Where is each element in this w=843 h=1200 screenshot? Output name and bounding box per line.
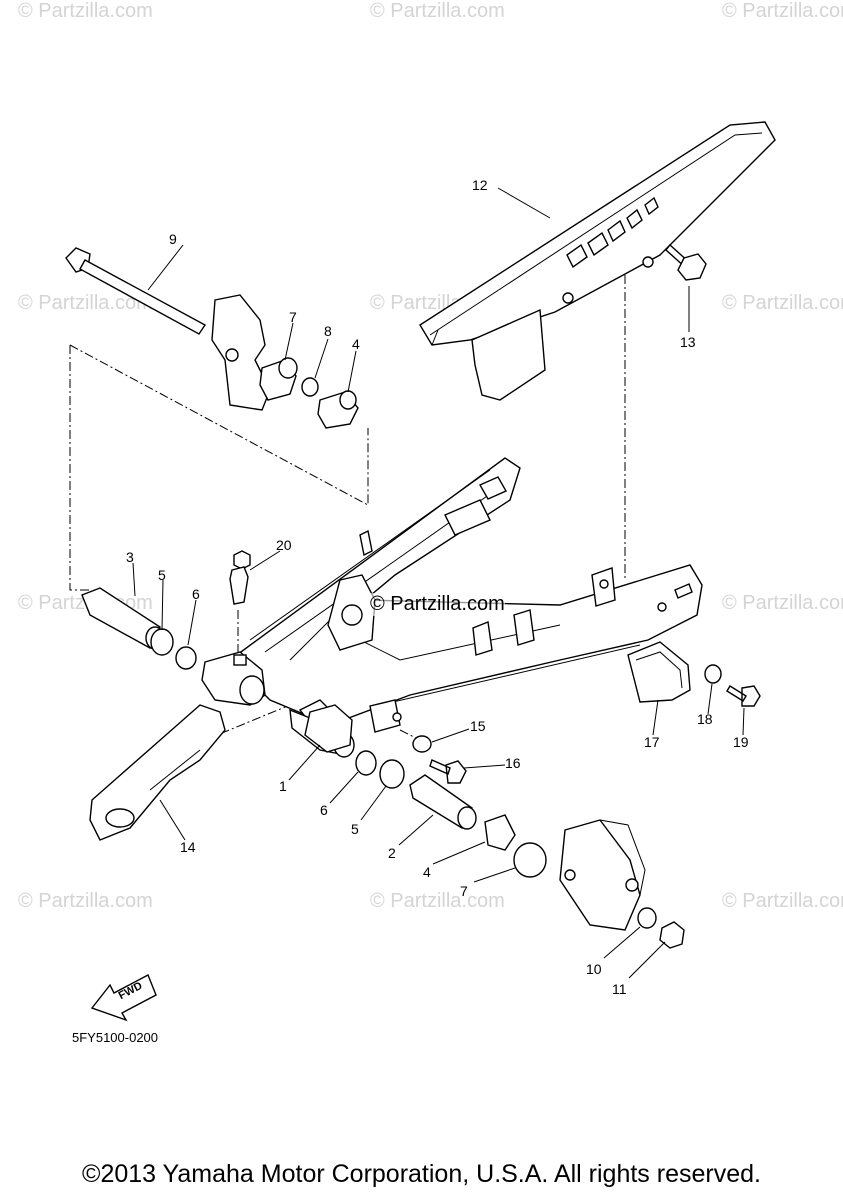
grease-nipple xyxy=(229,550,251,605)
callout-11: 11 xyxy=(612,981,627,997)
watermark: © Partzilla.com xyxy=(722,292,843,314)
bushing-4-upper xyxy=(317,390,359,429)
callout-9: 9 xyxy=(169,231,177,247)
watermark: © Partzilla.com xyxy=(370,0,505,22)
callout-2: 2 xyxy=(388,845,396,861)
collar-2 xyxy=(409,774,477,830)
center-watermark: © Partzilla.com xyxy=(370,593,505,616)
diagram-code: 5FY5100-0200 xyxy=(72,1030,159,1045)
bushing-5-left xyxy=(150,628,174,656)
bolt-19 xyxy=(726,685,761,707)
watermark: © Partzilla.com xyxy=(370,890,505,912)
frame-bracket-lower xyxy=(559,819,646,931)
washer-8 xyxy=(301,377,319,397)
callout-7: 7 xyxy=(289,309,297,325)
callout-8: 8 xyxy=(324,323,332,339)
bolt-16 xyxy=(429,759,467,784)
callout-13: 13 xyxy=(680,334,696,350)
watermark: © Partzilla.com xyxy=(18,890,153,912)
bushing-4-lower xyxy=(484,814,516,851)
nut-11 xyxy=(659,921,685,949)
callout-20: 20 xyxy=(276,537,292,553)
callout-12: 12 xyxy=(472,177,488,193)
alignment-line xyxy=(69,344,369,506)
callout-3: 3 xyxy=(126,549,134,565)
callout-6: 6 xyxy=(320,802,328,818)
callout-4: 4 xyxy=(423,864,431,880)
callout-5: 5 xyxy=(158,567,166,583)
watermark: © Partzilla.com xyxy=(722,592,843,614)
alignment-line xyxy=(399,729,431,746)
watermark: © Partzilla.com xyxy=(722,890,843,912)
copyright-notice: ©2013 Yamaha Motor Corporation, U.S.A. A… xyxy=(82,1160,761,1188)
chain-slider xyxy=(89,704,226,841)
callout-15: 15 xyxy=(470,718,486,734)
chain-case xyxy=(419,121,776,401)
washer-10 xyxy=(637,907,657,929)
callout-7: 7 xyxy=(460,883,468,899)
watermark: © Partzilla.com xyxy=(18,0,153,22)
washer-6-left xyxy=(175,646,197,670)
callout-19: 19 xyxy=(733,734,749,750)
callout-16: 16 xyxy=(505,755,521,771)
watermark: © Partzilla.com xyxy=(18,292,153,314)
pivot-shaft xyxy=(65,247,207,335)
bushing-5-lower xyxy=(379,759,405,789)
callout-10: 10 xyxy=(586,961,602,977)
frame-bracket-upper xyxy=(211,294,271,411)
washer-15 xyxy=(412,735,432,753)
alignment-line xyxy=(204,704,291,741)
fwd-arrow-icon xyxy=(90,974,157,1022)
collar-7-upper xyxy=(259,357,298,401)
callout-1: 1 xyxy=(279,778,287,794)
bolt-13 xyxy=(665,243,707,281)
callout-5: 5 xyxy=(351,821,359,837)
leader-lines xyxy=(132,187,745,979)
guard-17 xyxy=(627,641,691,703)
watermark: © Partzilla.com xyxy=(722,0,843,22)
callout-18: 18 xyxy=(697,711,713,727)
collar-7-lower xyxy=(513,842,547,878)
collar-1 xyxy=(304,704,353,753)
callout-14: 14 xyxy=(180,839,196,855)
callout-6: 6 xyxy=(192,586,200,602)
alignment-line xyxy=(69,345,90,591)
callout-17: 17 xyxy=(644,734,660,750)
callout-4: 4 xyxy=(352,336,360,352)
washer-6-lower xyxy=(355,750,377,776)
washer-18 xyxy=(704,664,722,684)
